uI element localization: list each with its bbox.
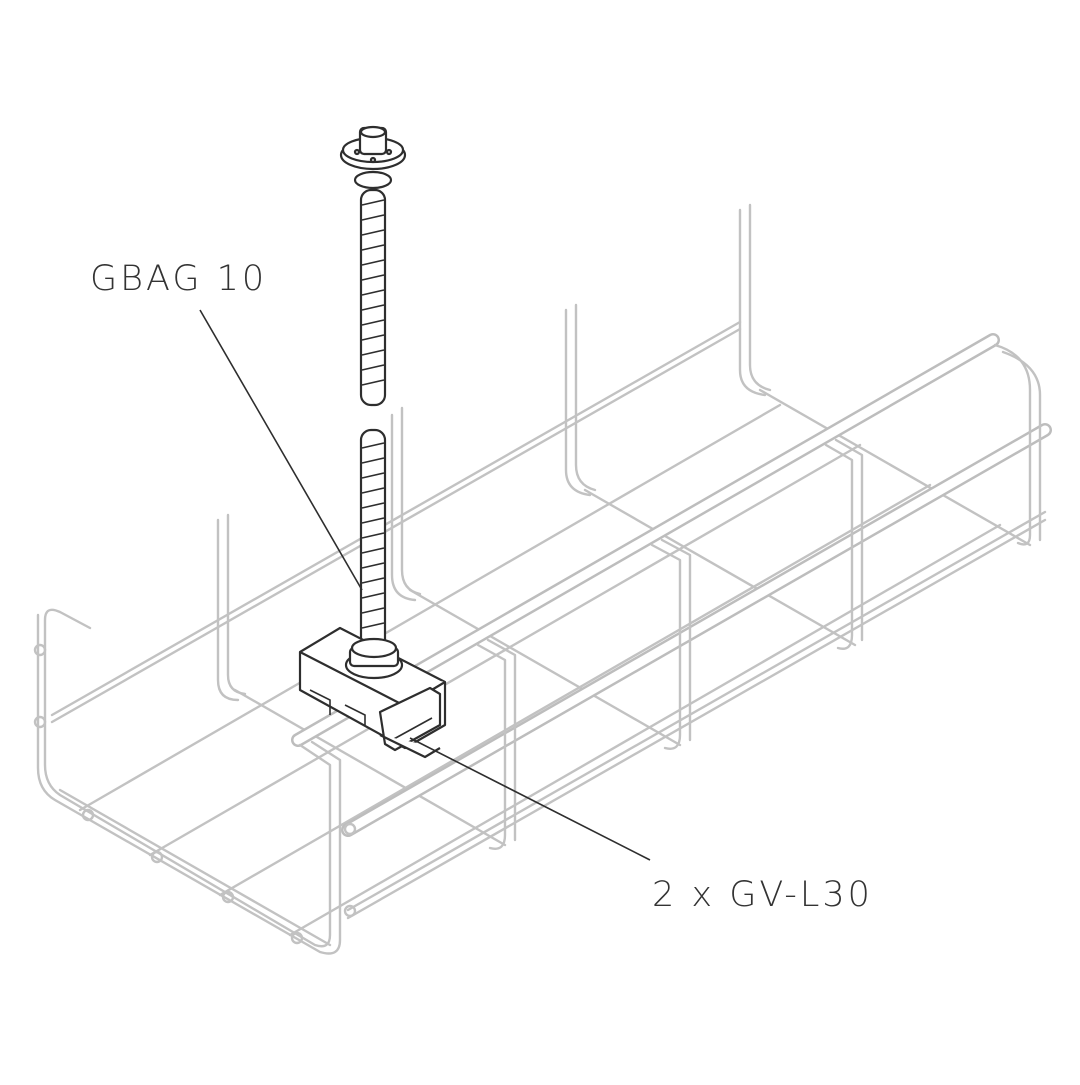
threaded-rod-lower [359,428,387,662]
wire-stub-ends [33,643,357,945]
far-top-rail [83,213,790,620]
label-gv-l30: 2 x GV-L30 [652,875,873,915]
leader-line-rod [199,309,363,591]
threaded-rod-upper [359,188,387,407]
leader-line-clamp [409,737,651,861]
bottom-transverse-wires [58,388,1032,947]
wire-mesh-cable-tray [33,203,1052,955]
hex-nut-bottom [344,637,404,680]
near-middle-rail [341,423,1052,837]
far-lower-rail [50,320,742,717]
near-lower-rail [346,510,1047,912]
near-wall-verticals [36,343,1042,955]
far-wall-verticals [216,203,772,702]
flange-nut-top [339,125,407,190]
label-gbag: GBAG 10 [90,259,268,299]
